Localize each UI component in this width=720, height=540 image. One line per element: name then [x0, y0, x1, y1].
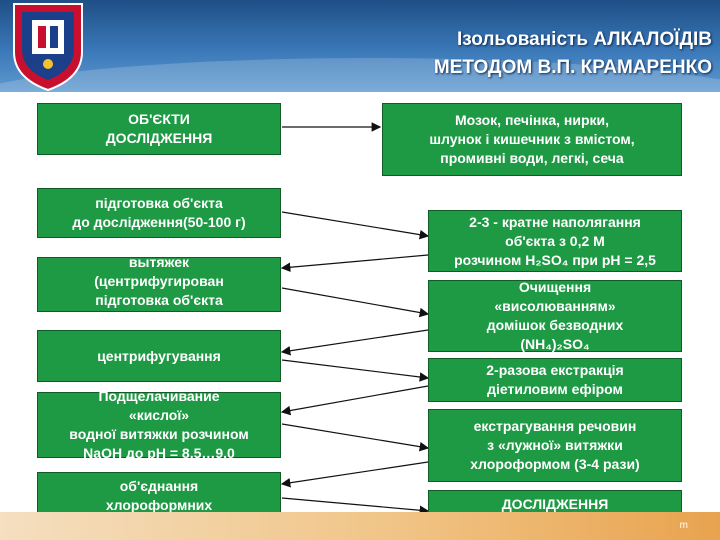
footer-bar: m: [0, 512, 720, 540]
title-line-2: МЕТОДОМ В.П. КРАМАРЕНКО: [433, 57, 712, 78]
box-alkalization: Подщелачивание «кислої» водної витяжки р…: [37, 388, 281, 461]
box-object-preparation: підготовка об'єкта до дослідження(50-100…: [37, 188, 281, 238]
slide-title: Ізольованість АЛКАЛОЇДІВ МЕТОДОМ В.П. КР…: [252, 26, 712, 82]
arrow-prep-to-infusion: [281, 211, 430, 240]
arrow-cleaning-to-salting: [281, 287, 430, 318]
box-ether-extraction: 2-разова екстракція діетиловим ефіром: [428, 358, 682, 402]
box-salting-out: Очищення «висолюванням» домішок безводни…: [428, 279, 682, 352]
arrow-ether-to-alkaline: [280, 385, 429, 416]
box-extract-cleaning-text: Очистка первичных вытяжек (центрифугиров…: [89, 235, 229, 327]
box-acid-infusion: 2-3 - кратне наполягання об'єкта з 0,2 М…: [428, 210, 682, 272]
box-extract-cleaning: Очистка первичных вытяжек (центрифугиров…: [37, 235, 281, 327]
footer-mark: m: [679, 520, 688, 531]
arrow-alkaline-to-chloroform: [281, 423, 430, 452]
university-crest-logo: [13, 3, 83, 92]
arrow-combine-to-research: [281, 497, 430, 516]
arrow-centrifuge-to-ether: [281, 359, 430, 382]
box-centrifugation: центрифугування: [37, 330, 281, 382]
arrow-chloroform-to-combine: [280, 461, 429, 488]
arrow-infusion-to-cleaning: [280, 254, 429, 273]
header-banner: Ізольованість АЛКАЛОЇДІВ МЕТОДОМ В.П. КР…: [0, 0, 720, 92]
box-organs-list: Мозок, печінка, нирки, шлунок і кишечник…: [382, 103, 682, 176]
box-research-objects: ОБ'ЄКТИ ДОСЛІДЖЕННЯ: [37, 103, 281, 155]
arrow-salting-to-centrifuge: [280, 329, 429, 356]
title-line-1: Ізольованість АЛКАЛОЇДІВ: [456, 29, 712, 50]
box-chloroform-extraction: екстрагування речовин з «лужної» витяжки…: [428, 409, 682, 482]
